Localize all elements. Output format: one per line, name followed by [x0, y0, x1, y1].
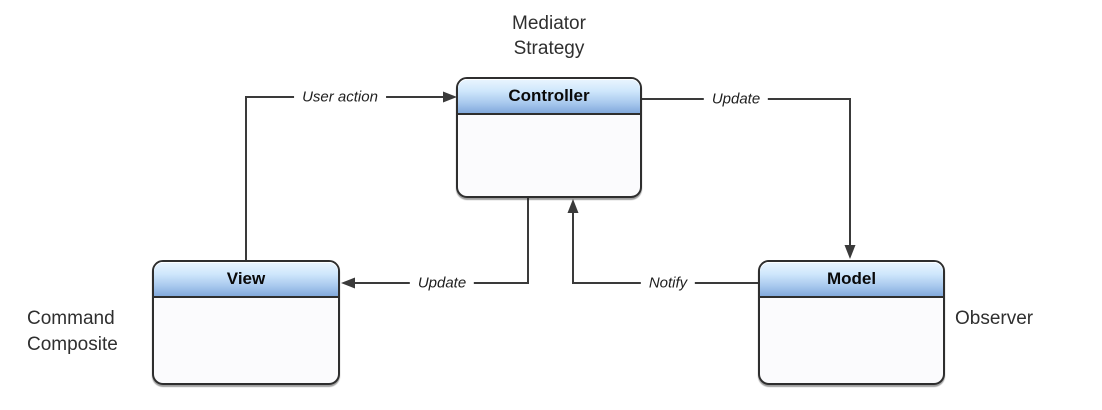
controller-box-title: Controller — [458, 79, 640, 115]
view-pattern-composite: Composite — [27, 334, 118, 355]
view-box: View — [152, 260, 340, 385]
view-pattern-command: Command — [27, 308, 115, 329]
view-box-title: View — [154, 262, 338, 298]
update-to-model-arrow-label: Update — [703, 90, 769, 108]
view-box-body — [154, 298, 338, 381]
model-box: Model — [758, 260, 945, 385]
controller-box-body — [458, 115, 640, 194]
update-to-view-arrow-label: Update — [409, 274, 475, 292]
arrow-update-to-model — [642, 98, 856, 259]
model-patterns-label: Observer — [955, 306, 1033, 332]
controller-patterns-label: Mediator Strategy — [459, 11, 639, 61]
view-patterns-label: Command Composite — [27, 306, 118, 358]
model-box-title: Model — [760, 262, 943, 298]
controller-pattern-mediator: Mediator — [512, 13, 586, 34]
notify-arrow-label: Notify — [640, 274, 696, 292]
controller-box: Controller — [456, 77, 642, 198]
model-pattern-observer: Observer — [955, 308, 1034, 329]
model-box-body — [760, 298, 943, 381]
controller-pattern-strategy: Strategy — [513, 38, 585, 59]
arrow-notify — [567, 199, 758, 284]
user-action-arrow-label: User action — [294, 88, 386, 106]
arrow-user-action — [245, 91, 457, 260]
